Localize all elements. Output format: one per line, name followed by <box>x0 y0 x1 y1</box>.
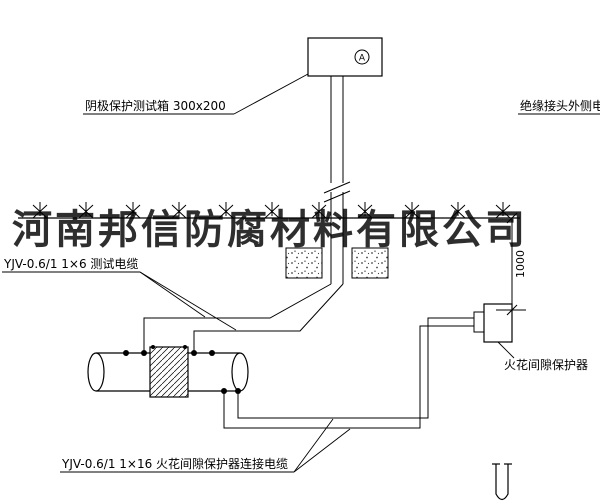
leader-line <box>139 271 237 331</box>
leader-line <box>233 73 309 115</box>
leader-lines <box>2 73 600 473</box>
riser-detail-symbol <box>492 463 512 501</box>
cable-terminal-dot <box>209 350 215 356</box>
label-spark-gap-cable: YJV-0.6/1 1×16 火花间隙保护器连接电缆 <box>61 456 288 471</box>
pipeline <box>87 345 249 398</box>
pipe-end-left <box>87 352 105 392</box>
dimension-text: 1000 <box>514 250 527 278</box>
flange-bolt-dot <box>151 345 155 349</box>
label-test-cable: YJV-0.6/1 1×6 测试电缆 <box>3 256 138 271</box>
ammeter-icon <box>354 49 370 65</box>
dimension-tick <box>506 212 518 224</box>
spark-gap-cable-line <box>237 317 480 419</box>
spark-gap-cables <box>223 317 480 429</box>
test-cables <box>143 283 344 352</box>
dimension-tick <box>506 304 518 316</box>
ammeter-letter: A <box>359 54 366 64</box>
spark-gap-cable-line <box>223 325 480 429</box>
leader-line <box>497 341 515 359</box>
label-insulated-joint-cable: 绝缘接头外侧电缆 <box>520 98 600 113</box>
cable-terminal-dot <box>235 388 241 394</box>
test-box: A <box>307 37 383 77</box>
conduit-break-icon <box>323 190 351 203</box>
pipe-end-right <box>231 352 249 392</box>
label-test-box: 阴极保护测试箱 300x200 <box>85 98 226 113</box>
test-box-outline <box>307 37 383 77</box>
riser-pipe-icon <box>495 464 509 501</box>
cable-terminal-dot <box>191 350 197 356</box>
cable-terminal-dot <box>123 350 129 356</box>
concrete-block-icon <box>285 247 323 279</box>
concrete-blocks <box>285 247 389 279</box>
protector-stub <box>473 311 485 333</box>
test-cable-line <box>193 283 344 352</box>
cable-terminal-dot <box>221 388 227 394</box>
insulating-joint-icon <box>149 346 189 398</box>
test-cable-line <box>143 283 332 352</box>
terminal-dots <box>123 345 241 394</box>
cable-terminal-dot <box>141 350 147 356</box>
leader-line <box>139 271 206 318</box>
leader-line <box>293 428 351 473</box>
conduit-riser <box>323 76 351 284</box>
watermark-text: 河南邦信防腐材料有限公司 <box>12 207 528 252</box>
dimension-1000 <box>496 212 526 316</box>
flange-bolt-dot <box>183 345 187 349</box>
conduit-break-icon <box>323 181 351 194</box>
label-spark-gap-protector: 火花间隙保护器 <box>504 357 588 372</box>
leader-line <box>293 418 334 473</box>
concrete-block-icon <box>351 247 389 279</box>
